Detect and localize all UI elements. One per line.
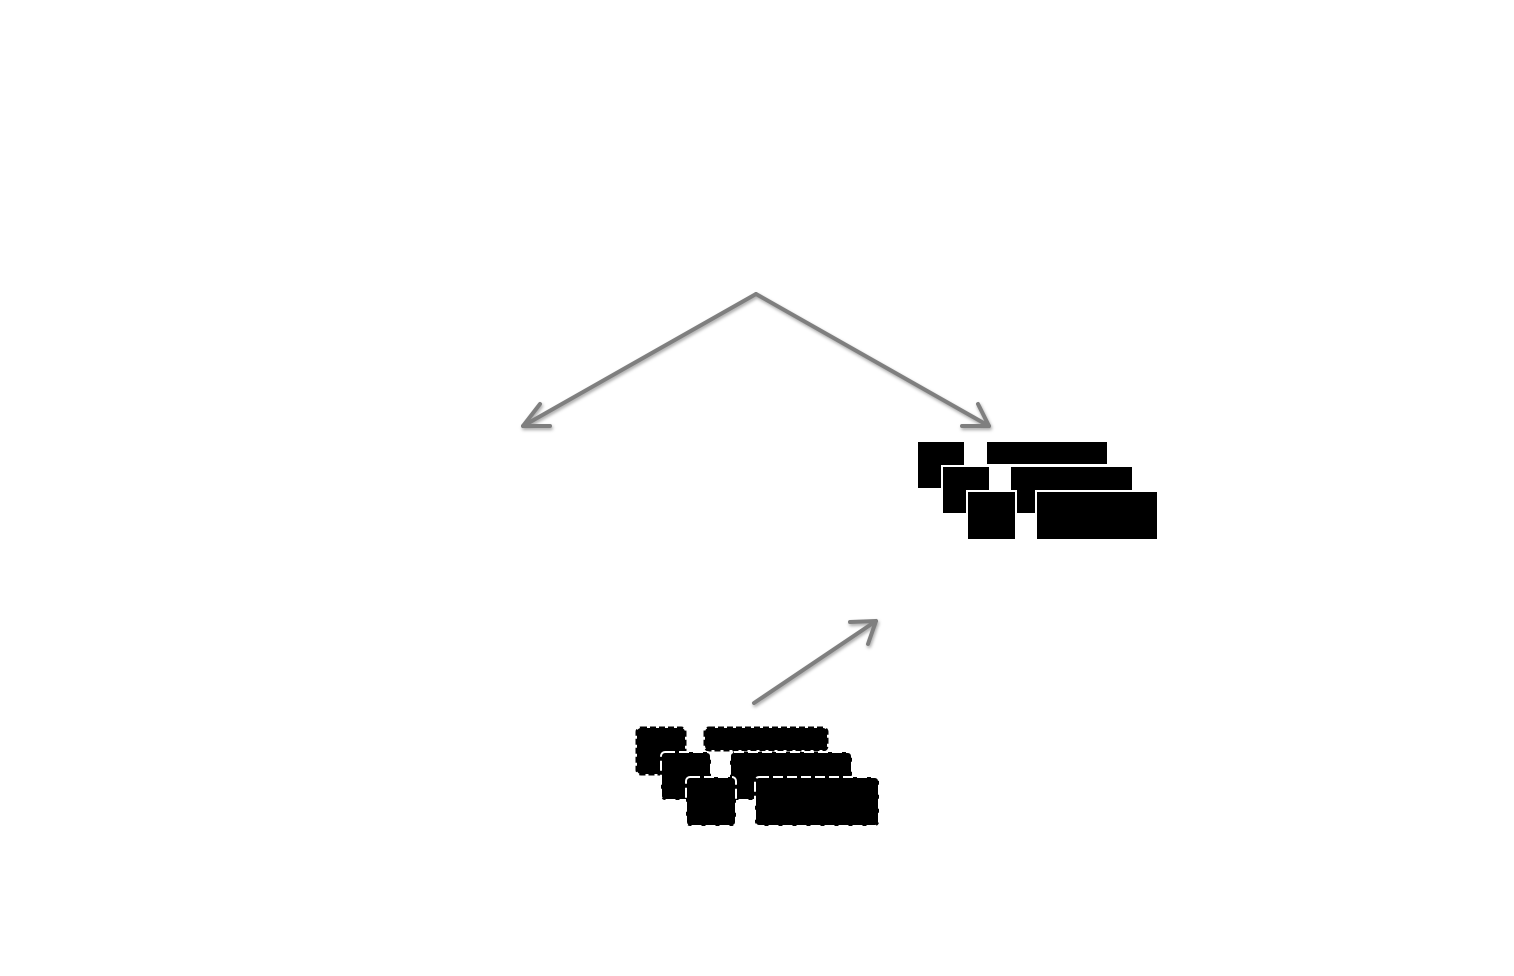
arrow-left-down-head — [521, 402, 552, 428]
block-row-3-small — [966, 490, 1017, 541]
arrow-right-down-head — [960, 402, 991, 428]
stacked-blocks-solid-graphic — [918, 442, 1159, 541]
dashed-block-row-1-wide — [703, 726, 829, 752]
arrow-up-right-head — [848, 619, 878, 646]
arrow-right-down — [754, 292, 991, 428]
stacked-blocks-dashed-graphic — [635, 726, 880, 827]
arrow-left-down — [521, 292, 758, 428]
block-row-3-wide — [1035, 490, 1159, 541]
dashed-block-row-3-wide — [754, 776, 880, 827]
arrow-up-right — [752, 619, 878, 705]
dashed-block-row-3-small — [685, 776, 737, 827]
block-row-1-wide — [987, 442, 1107, 464]
